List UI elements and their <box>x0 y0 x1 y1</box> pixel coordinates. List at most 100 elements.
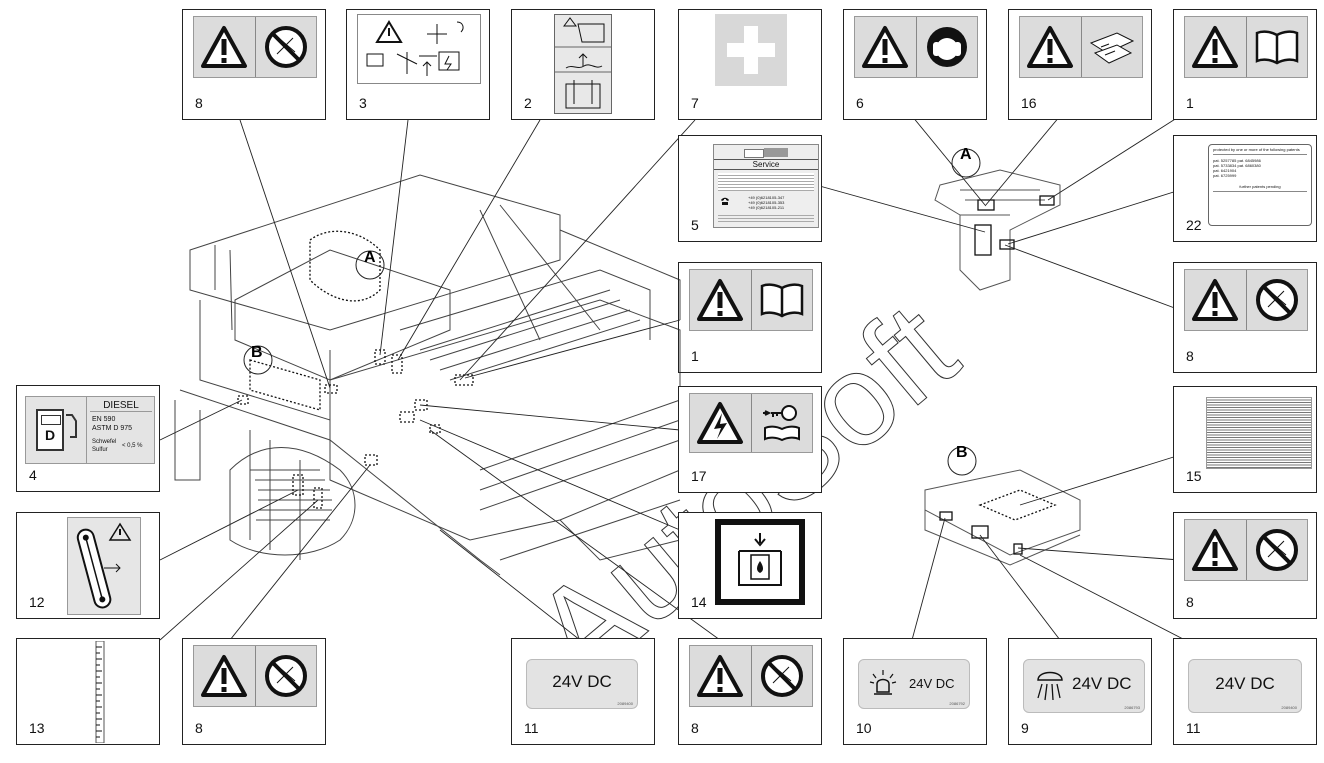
label-number: 6 <box>856 95 864 111</box>
level-gauge-sticker <box>67 517 141 615</box>
part-code: 2089400 <box>617 701 633 706</box>
label-card-2: 2 <box>511 9 655 120</box>
no-water-spray-icon <box>1255 529 1298 571</box>
label-number: 2 <box>524 95 532 111</box>
label-card-4: D DIESEL EN 590 ASTM D 975 Schwefel Sulf… <box>16 385 160 492</box>
electrical-instruction-sticker <box>357 14 481 84</box>
parts-list-sticker <box>1206 397 1312 469</box>
warning-triangle-icon <box>697 655 744 697</box>
warning-no-spray-sticker <box>193 645 317 707</box>
label-card-12: 12 <box>16 512 160 619</box>
patent-line-3: pat. 6421904 <box>1213 168 1237 173</box>
key-manual-icon <box>762 405 800 442</box>
svg-text:A: A <box>960 146 972 163</box>
label-number: 9 <box>1021 720 1029 736</box>
service-phone-2: +49 (0)6218105-353 <box>748 200 785 205</box>
part-code: 2089400 <box>1281 705 1297 710</box>
sulfur-limit: < 0,5 % <box>122 443 143 449</box>
part-code: 2086793 <box>1124 705 1140 710</box>
label-card-17: 17 <box>678 386 822 493</box>
label-number: 13 <box>29 720 45 736</box>
label-number: 3 <box>359 95 367 111</box>
service-sticker: Service +49 (0)6218105-347 +49 (0)621810… <box>713 144 819 228</box>
label-number: 14 <box>691 594 707 610</box>
warning-triangle-icon <box>1192 26 1239 68</box>
label-number: 10 <box>856 720 872 736</box>
label-card-8-bottom-middle: 8 <box>678 638 822 745</box>
warning-triangle-icon <box>1192 279 1239 321</box>
voltage-text: 24V DC <box>1215 674 1275 693</box>
level-gauge-icon <box>76 522 132 609</box>
diesel-sticker: D DIESEL EN 590 ASTM D 975 Schwefel Sulf… <box>25 396 155 464</box>
label-card-1: 1 <box>1173 9 1317 120</box>
patent-heading: protected by one or more of the followin… <box>1213 147 1307 155</box>
voltage-text: 24V DC <box>909 676 955 691</box>
svg-text:B: B <box>956 444 968 461</box>
no-water-spray-icon <box>264 26 307 68</box>
label-card-22: protected by one or more of the followin… <box>1173 135 1317 242</box>
part-code: 2086792 <box>949 701 965 706</box>
label-number: 8 <box>195 720 203 736</box>
label-number: 8 <box>1186 594 1194 610</box>
voltage-text: 24V DC <box>552 672 612 691</box>
warning-triangle-icon <box>862 26 909 68</box>
no-water-spray-icon <box>1255 279 1298 321</box>
label-number: 17 <box>691 468 707 484</box>
label-number: 11 <box>524 720 539 736</box>
beacon-light-icon <box>869 670 897 695</box>
high-voltage-warning-icon <box>697 402 744 444</box>
patent-footer: further patents pending <box>1213 184 1307 192</box>
label-card-15: 15 <box>1173 386 1317 493</box>
fuel-norm-1: EN 590 <box>92 416 116 423</box>
sulfur-label-en: Sulfur <box>92 447 108 453</box>
voltage-sticker: 24V DC 2089400 <box>1188 659 1302 713</box>
warning-triangle-icon <box>697 279 744 321</box>
label-card-16: 16 <box>1008 9 1152 120</box>
fuel-pump-icon: D <box>36 409 64 451</box>
manual-book-icon <box>760 283 803 318</box>
label-card-8-bottom: 8 <box>182 638 326 745</box>
label-card-7: 7 <box>678 9 822 120</box>
no-water-spray-icon <box>264 655 307 697</box>
label-number: 8 <box>195 95 203 111</box>
label-card-1-middle: 1 <box>678 262 822 373</box>
voltage-sticker: 24V DC 2089400 <box>526 659 638 709</box>
label-card-10: 24V DC 2086792 10 <box>843 638 987 745</box>
warning-no-spray-sticker <box>1184 519 1308 581</box>
no-water-spray-icon <box>760 655 803 697</box>
phone-icon <box>721 197 729 205</box>
warning-no-spray-sticker <box>193 16 317 78</box>
label-number: 8 <box>1186 348 1194 364</box>
warning-ear-protection-sticker <box>854 16 978 78</box>
callout-a-detail: A <box>951 146 981 178</box>
svg-text:B: B <box>251 344 263 361</box>
beacon-voltage-sticker: 24V DC 2086792 <box>858 659 970 709</box>
label-number: 5 <box>691 217 699 233</box>
detail-a-drawing <box>934 169 1061 291</box>
work-light-icon <box>1037 671 1063 701</box>
patent-sticker: protected by one or more of the followin… <box>1208 144 1312 226</box>
label-number: 8 <box>691 720 699 736</box>
label-number: 22 <box>1186 217 1202 233</box>
first-aid-cross-icon <box>715 14 787 86</box>
label-number: 7 <box>691 95 699 111</box>
ear-protection-icon <box>926 27 967 67</box>
warning-hand-crush-sticker <box>1019 16 1143 78</box>
label-number: 1 <box>691 348 699 364</box>
patent-line-2: pat. 5733834 pat. 6860380 <box>1213 163 1261 168</box>
label-card-13: 13 <box>16 638 160 745</box>
label-card-14: 14 <box>678 512 822 619</box>
scale-strip-icon <box>95 641 105 743</box>
hand-crush-icon <box>1089 32 1134 64</box>
label-card-5: Service +49 (0)6218105-347 +49 (0)621810… <box>678 135 822 242</box>
warning-triangle-icon <box>201 655 248 697</box>
callout-b-machine: B <box>243 344 273 375</box>
work-light-voltage-sticker: 24V DC 2086793 <box>1023 659 1145 713</box>
warning-read-manual-sticker <box>689 269 813 331</box>
warning-no-spray-sticker <box>689 645 813 707</box>
service-phone-1: +49 (0)6218105-347 <box>748 195 785 200</box>
warning-read-manual-sticker <box>1184 16 1308 78</box>
label-card-8: 8 <box>182 9 326 120</box>
warning-triangle-icon <box>201 26 248 68</box>
service-title: Service <box>714 159 818 170</box>
